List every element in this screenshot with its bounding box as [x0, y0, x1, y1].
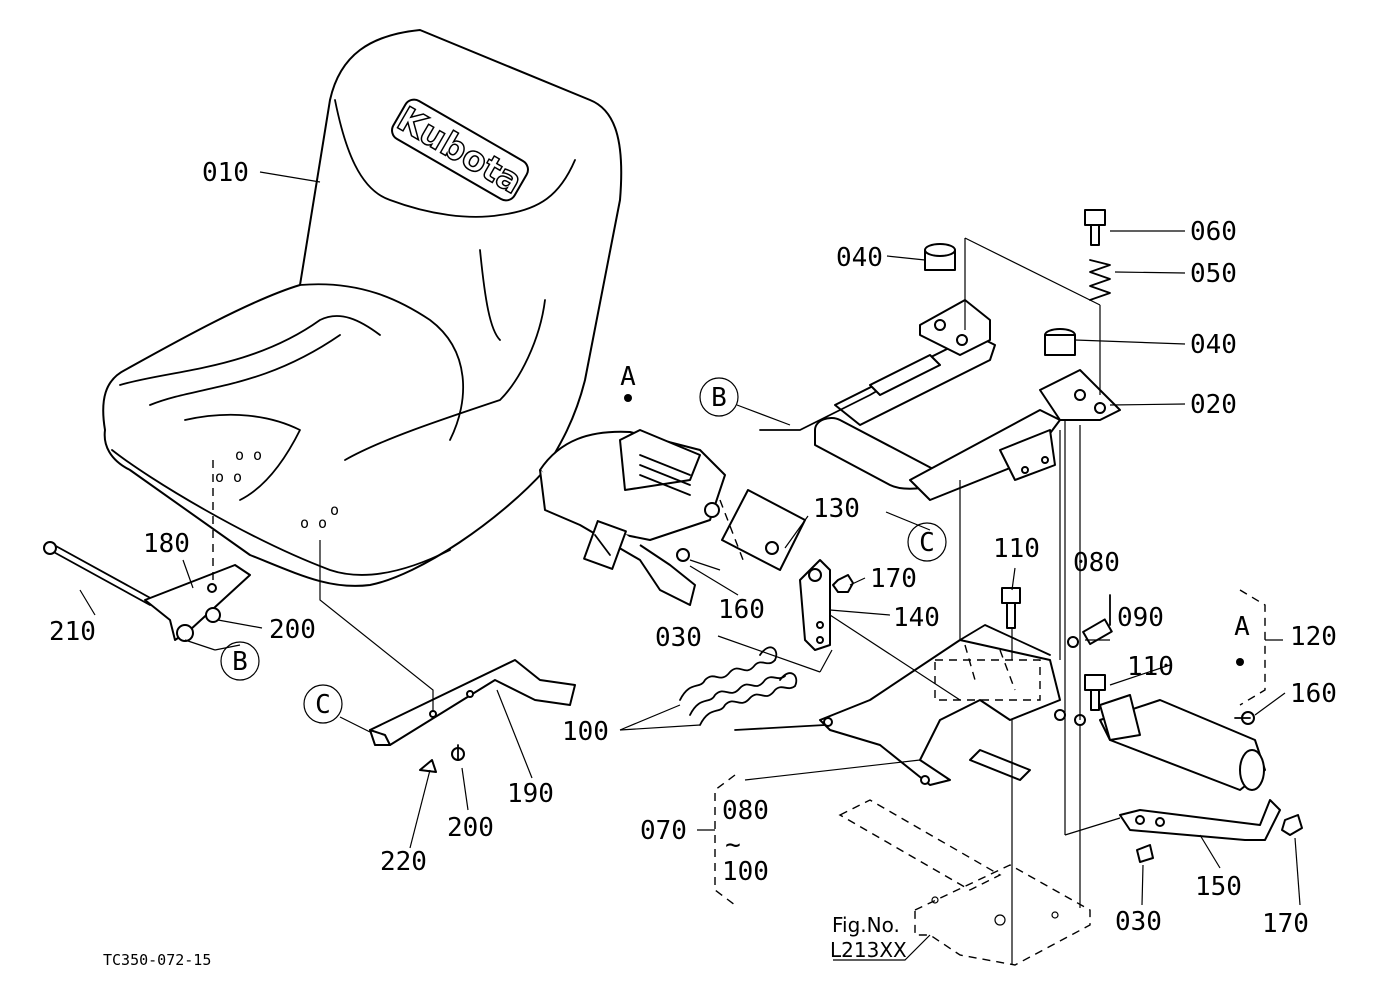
label-030-upper: 030 — [655, 623, 702, 653]
ref-a-upper: A — [620, 362, 636, 392]
fig-ref-line1: Fig.No. — [832, 913, 900, 937]
label-110-upper: 110 — [993, 534, 1040, 564]
ref-b-upper: B — [711, 383, 727, 413]
plate-130 — [719, 489, 806, 571]
label-080-upper: 080 — [1073, 548, 1120, 578]
seat-switch-120 — [1001, 420, 1303, 863]
label-160-upper: 160 — [718, 595, 765, 625]
label-090: 090 — [1117, 603, 1164, 633]
label-040-upper: 040 — [836, 243, 883, 273]
rail-frame-020 — [759, 237, 1121, 501]
label-070: 070 — [640, 816, 687, 846]
label-020: 020 — [1190, 390, 1237, 420]
label-200-upper: 200 — [269, 615, 316, 645]
svg-text:o o: o o — [215, 468, 242, 486]
base-070 — [819, 425, 1086, 786]
bracket-190-group — [319, 540, 576, 773]
ref-c-left: C — [315, 690, 331, 720]
label-170-upper: 170 — [870, 564, 917, 594]
label-190: 190 — [507, 779, 554, 809]
range-symbol: ~ — [725, 830, 741, 860]
seat-belt-group — [539, 394, 726, 606]
bracket-140 — [799, 559, 854, 651]
label-140: 140 — [893, 603, 940, 633]
part-labels: 010 040 060 050 040 020 130 180 110 080 … — [49, 158, 1337, 939]
label-040-lower: 040 — [1190, 330, 1237, 360]
label-100-lower: 100 — [722, 857, 769, 887]
fig-ref-line2: L213XX — [830, 938, 907, 962]
label-220: 220 — [380, 847, 427, 877]
label-210: 210 — [49, 617, 96, 647]
ref-b-lower: B — [232, 647, 248, 677]
leader-lines — [79, 171, 1301, 961]
bracket-180-group — [43, 460, 251, 651]
label-130: 130 — [813, 494, 860, 524]
label-050: 050 — [1190, 259, 1237, 289]
label-010: 010 — [202, 158, 249, 188]
svg-text:o: o — [330, 501, 339, 519]
label-180: 180 — [143, 529, 190, 559]
label-150: 150 — [1195, 872, 1242, 902]
label-200-lower: 200 — [447, 813, 494, 843]
springs-100 — [679, 646, 826, 731]
drawing-code: TC350-072-15 — [103, 951, 211, 969]
label-170-lower: 170 — [1262, 909, 1309, 939]
ref-a-right: A — [1234, 612, 1250, 642]
svg-text:o o: o o — [235, 446, 262, 464]
seat-010: Kubota o o o o o o o — [102, 29, 623, 587]
label-110-lower: 110 — [1127, 652, 1174, 682]
svg-text:o o: o o — [300, 514, 327, 532]
label-100-upper: 100 — [562, 717, 609, 747]
label-080-lower: 080 — [722, 796, 769, 826]
label-160-lower: 160 — [1290, 679, 1337, 709]
floor-plate — [838, 720, 1091, 966]
reference-markers: B C B C A A — [220, 362, 1250, 724]
label-060: 060 — [1190, 217, 1237, 247]
label-030-lower: 030 — [1115, 907, 1162, 937]
ref-c-right: C — [919, 528, 935, 558]
hardware-top — [924, 209, 1111, 356]
label-120: 120 — [1290, 622, 1337, 652]
